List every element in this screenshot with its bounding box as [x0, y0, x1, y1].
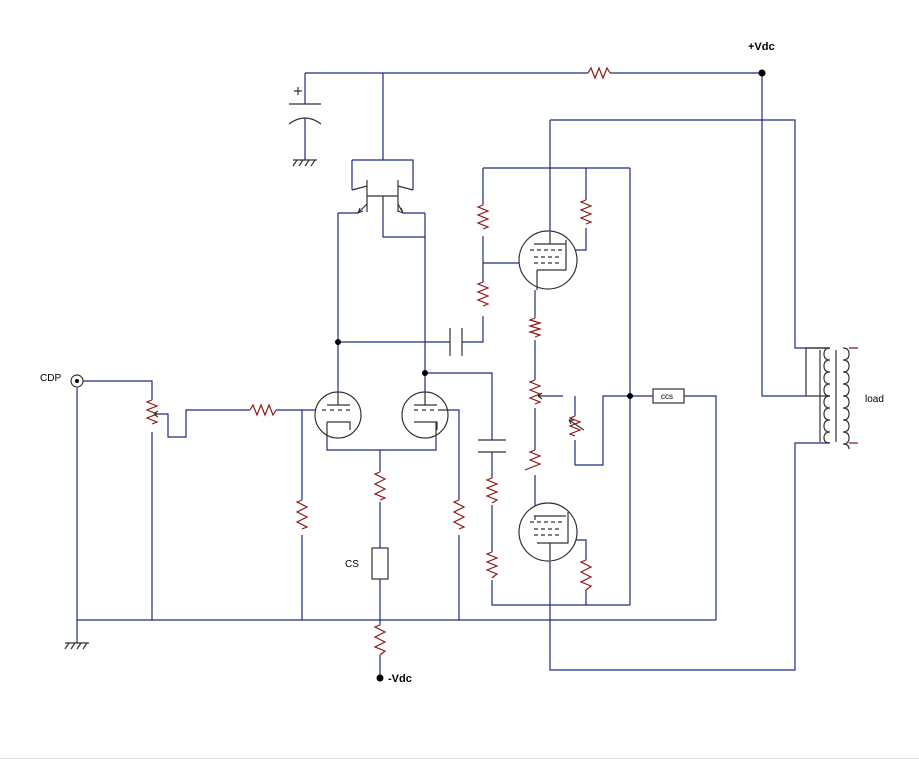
bottom-rule — [0, 758, 919, 759]
ground-icon — [292, 156, 317, 167]
current-source-ccs — [652, 388, 685, 404]
resistor-input-series — [249, 403, 277, 417]
junction-dots — [335, 69, 766, 682]
triode-right — [401, 390, 449, 440]
triode-left — [314, 390, 362, 440]
resistor-lower-divider-top — [485, 477, 499, 504]
label-load: load — [865, 394, 884, 405]
label-vdc-positive: +Vdc — [748, 41, 775, 53]
resistor-grid-leak-left — [295, 499, 309, 530]
potentiometer-trim — [568, 415, 582, 437]
resistor-upper-grid-bottom — [476, 281, 490, 307]
resistor-upper-screen — [579, 199, 593, 225]
label-cs: CS — [345, 559, 359, 570]
capacitor-supply — [288, 87, 322, 156]
ground-icon — [64, 642, 89, 650]
resistors — [249, 66, 611, 656]
output-transformer — [805, 347, 858, 450]
label-cdp: CDP — [40, 373, 61, 384]
capacitors — [288, 87, 506, 453]
label-ccs: ccs — [661, 392, 673, 401]
potentiometer-balance — [528, 379, 542, 405]
potentiometers — [145, 379, 585, 437]
capacitor-coupling-upper — [449, 328, 463, 356]
resistor-mid-bottom — [524, 449, 542, 471]
resistor-negative-supply — [373, 624, 387, 656]
pentode-lower — [518, 502, 578, 562]
ground-symbols — [64, 156, 317, 650]
resistor-grid-leak-right — [452, 499, 466, 530]
resistor-tail — [373, 471, 387, 501]
wires — [76, 72, 830, 678]
resistor-supply — [587, 66, 611, 80]
resistor-lower-cathode — [579, 559, 593, 591]
current-source-cs — [371, 547, 389, 580]
potentiometer-input — [145, 399, 159, 425]
cdp-jack-icon — [70, 374, 84, 388]
label-vdc-negative: -Vdc — [388, 673, 412, 685]
current-mirror — [351, 180, 414, 214]
resistor-mid-top — [527, 317, 543, 338]
resistor-upper-grid-top — [476, 204, 490, 230]
capacitor-coupling-lower — [478, 439, 506, 453]
resistor-lower-divider-bottom — [485, 551, 499, 579]
pentode-upper — [518, 230, 578, 290]
